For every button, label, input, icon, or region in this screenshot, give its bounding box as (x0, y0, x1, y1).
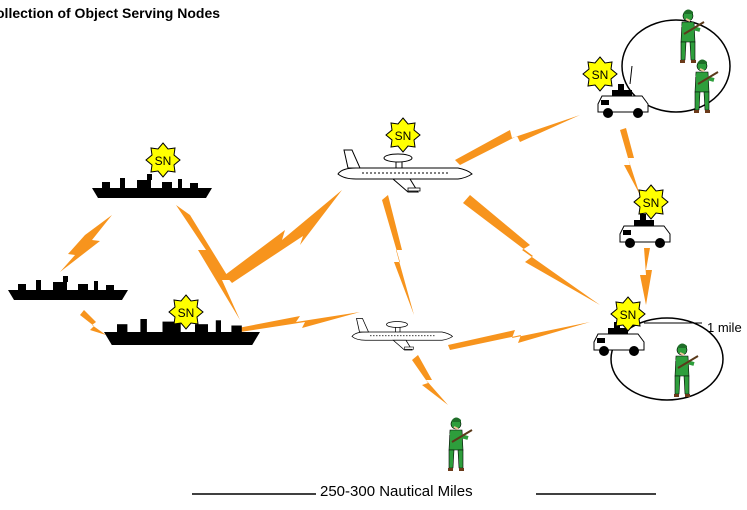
ship-icon (8, 276, 128, 300)
link-awacs1-awacs2 (382, 195, 414, 315)
link-ship3-awacs2 (238, 312, 360, 332)
soldier-icon (446, 415, 474, 473)
serving-node-badge: SN (633, 184, 669, 220)
soldier-icon (672, 341, 700, 399)
aircraft-icon (337, 149, 473, 193)
link-vehicle2-vehicle3 (640, 248, 652, 305)
badge-label: SN (620, 308, 637, 322)
link-awacs1-vehicle1 (455, 115, 580, 165)
link-ship2-ship3 (80, 310, 106, 335)
range-circle-bottom (610, 317, 724, 401)
serving-node-badge: SN (168, 294, 204, 330)
comm-links (60, 115, 652, 405)
diagram-title: ollection of Object Serving Nodes (0, 5, 221, 21)
link-ship3-awacs1 (225, 190, 342, 283)
badge-label: SN (178, 306, 195, 320)
soldier-icon (678, 7, 706, 65)
range-label: 1 mile (707, 320, 742, 335)
link-awacs2-soldier (412, 355, 448, 405)
badge-label: SN (395, 129, 412, 143)
serving-node-badge: SN (582, 56, 618, 92)
link-awacs1-vehicle3 (463, 195, 600, 305)
soldier-icon (692, 57, 720, 115)
badge-label: SN (643, 196, 660, 210)
link-awacs2-vehicle3 (448, 322, 590, 350)
serving-node-badge: SN (385, 117, 421, 153)
badge-label: SN (592, 68, 609, 82)
serving-node-badge: SN (610, 296, 646, 332)
link-ship1-ship3 (176, 205, 240, 320)
aircraft-icon (351, 318, 453, 351)
link-vehicle1-vehicle2 (620, 128, 640, 195)
scale-label: 250-300 Nautical Miles (320, 483, 473, 500)
link-ship1-ship2 (60, 215, 112, 272)
ship-icon (92, 174, 212, 198)
serving-node-badge: SN (145, 142, 181, 178)
badge-label: SN (155, 154, 172, 168)
range-circle-top (621, 19, 731, 113)
